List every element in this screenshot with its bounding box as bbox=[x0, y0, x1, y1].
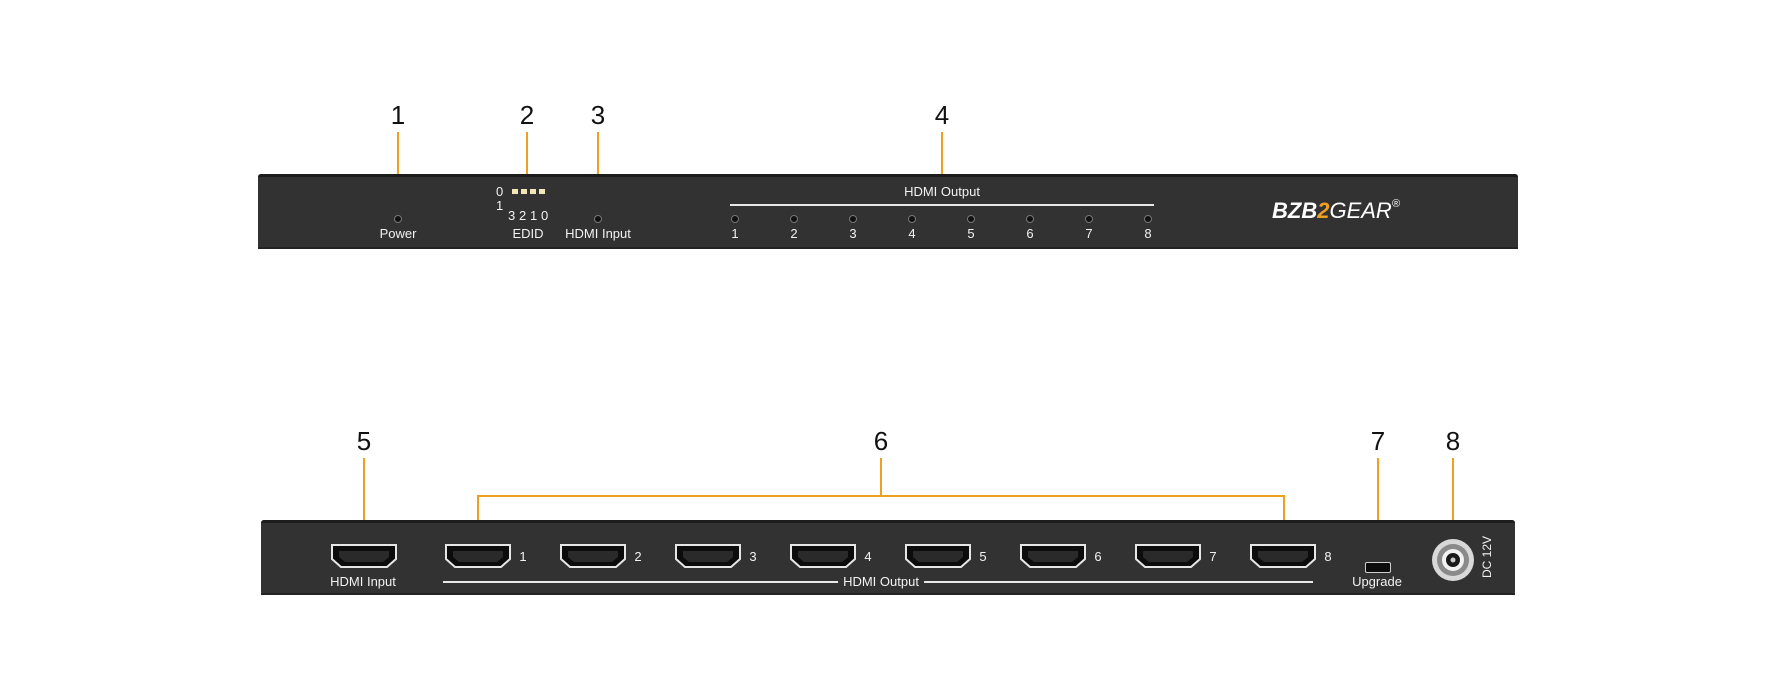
power-led-icon bbox=[394, 215, 402, 223]
hdmi-output-port-2-icon[interactable] bbox=[558, 543, 628, 569]
hdmi-input-label-rear: HDMI Input bbox=[330, 574, 396, 589]
callout-number-7: 7 bbox=[1370, 426, 1386, 456]
callout-number-4: 4 bbox=[934, 100, 950, 130]
callout-line-1 bbox=[397, 132, 399, 212]
output-led-label-4: 4 bbox=[908, 226, 916, 241]
callout-number-5: 5 bbox=[356, 426, 372, 456]
usb-upgrade-port-icon[interactable] bbox=[1365, 562, 1391, 573]
front-panel-top-edge bbox=[258, 174, 1518, 177]
output-led-4-icon bbox=[908, 215, 916, 223]
edid-bit-label-3: 3 bbox=[508, 208, 516, 223]
hdmi-output-port-6-icon[interactable] bbox=[1018, 543, 1088, 569]
output-led-label-7: 7 bbox=[1085, 226, 1093, 241]
callout-bracket-left-6 bbox=[477, 495, 479, 537]
output-led-8-icon bbox=[1144, 215, 1152, 223]
callout-bracket-6 bbox=[477, 495, 1285, 497]
hdmi-output-port-label-1: 1 bbox=[519, 549, 527, 564]
hdmi-output-port-label-4: 4 bbox=[864, 549, 872, 564]
logo-text-accent: 2 bbox=[1317, 198, 1330, 223]
hdmi-output-port-4-icon[interactable] bbox=[788, 543, 858, 569]
hdmi-output-label-rear: HDMI Output bbox=[838, 575, 924, 588]
callout-number-6: 6 bbox=[873, 426, 889, 456]
dc-power-jack-icon[interactable] bbox=[1430, 537, 1476, 583]
callout-line-6 bbox=[880, 458, 882, 496]
hdmi-output-port-label-6: 6 bbox=[1094, 549, 1102, 564]
callout-line-7 bbox=[1377, 458, 1379, 564]
edid-bit-label-2: 2 bbox=[519, 208, 527, 223]
hdmi-output-port-label-7: 7 bbox=[1209, 549, 1217, 564]
front-panel: Power 0 1 3 2 1 0 EDID HDMI Input HDMI O… bbox=[258, 174, 1518, 249]
output-led-label-8: 8 bbox=[1144, 226, 1152, 241]
logo-text-right: GEAR bbox=[1329, 198, 1392, 223]
bzbgear-logo: BZB2GEAR® bbox=[1272, 198, 1400, 224]
hdmi-output-label-front: HDMI Output bbox=[904, 184, 980, 199]
hdmi-input-label-front: HDMI Input bbox=[565, 226, 631, 241]
callout-line-5 bbox=[363, 458, 365, 536]
rear-panel-top-edge bbox=[261, 520, 1515, 523]
output-led-2-icon bbox=[790, 215, 798, 223]
output-led-3-icon bbox=[849, 215, 857, 223]
callout-line-3 bbox=[597, 132, 599, 214]
hdmi-output-port-label-3: 3 bbox=[749, 549, 757, 564]
output-led-label-6: 6 bbox=[1026, 226, 1034, 241]
edid-dip-switch-0[interactable] bbox=[539, 189, 545, 194]
logo-registered-mark: ® bbox=[1391, 198, 1400, 210]
output-led-5-icon bbox=[967, 215, 975, 223]
hdmi-output-port-3-icon[interactable] bbox=[673, 543, 743, 569]
edid-bit-label-1: 1 bbox=[530, 208, 538, 223]
logo-text-left: BZB bbox=[1272, 198, 1318, 223]
output-led-label-5: 5 bbox=[967, 226, 975, 241]
output-led-label-1: 1 bbox=[731, 226, 739, 241]
upgrade-label: Upgrade bbox=[1352, 574, 1402, 589]
hdmi-output-port-label-5: 5 bbox=[979, 549, 987, 564]
callout-line-2 bbox=[526, 132, 528, 178]
edid-bit-label-0: 0 bbox=[541, 208, 549, 223]
hdmi-output-port-label-8: 8 bbox=[1324, 549, 1332, 564]
power-label: Power bbox=[379, 226, 417, 241]
callout-number-3: 3 bbox=[590, 100, 606, 130]
hdmi-output-port-label-2: 2 bbox=[634, 549, 642, 564]
edid-row-label-1: 1 bbox=[496, 198, 504, 213]
edid-label: EDID bbox=[512, 226, 544, 241]
hdmi-input-led-icon bbox=[594, 215, 602, 223]
callout-number-2: 2 bbox=[519, 100, 535, 130]
output-led-1-icon bbox=[731, 215, 739, 223]
edid-dip-switch-3[interactable] bbox=[512, 189, 518, 194]
front-panel-bottom-edge bbox=[258, 247, 1518, 249]
output-led-label-3: 3 bbox=[849, 226, 857, 241]
edid-row-label-0: 0 bbox=[496, 184, 504, 199]
edid-dip-switch-2[interactable] bbox=[521, 189, 527, 194]
callout-line-8 bbox=[1452, 458, 1454, 536]
hdmi-output-divider-front bbox=[730, 204, 1154, 206]
edid-dip-switch-1[interactable] bbox=[530, 189, 536, 194]
output-led-7-icon bbox=[1085, 215, 1093, 223]
rear-panel-bottom-edge bbox=[261, 593, 1515, 595]
callout-line-4 bbox=[941, 132, 943, 178]
callout-number-8: 8 bbox=[1445, 426, 1461, 456]
hdmi-output-port-7-icon[interactable] bbox=[1133, 543, 1203, 569]
callout-number-1: 1 bbox=[390, 100, 406, 130]
hdmi-output-port-5-icon[interactable] bbox=[903, 543, 973, 569]
rear-panel: HDMI Input 1 2 3 4 5 6 7 8 HDMI Outp bbox=[261, 520, 1515, 595]
output-led-label-2: 2 bbox=[790, 226, 798, 241]
dc-12v-label: DC 12V bbox=[1480, 535, 1494, 578]
callout-bracket-right-6 bbox=[1283, 495, 1285, 537]
hdmi-output-port-8-icon[interactable] bbox=[1248, 543, 1318, 569]
output-led-6-icon bbox=[1026, 215, 1034, 223]
hdmi-output-port-1-icon[interactable] bbox=[443, 543, 513, 569]
hdmi-input-port-icon[interactable] bbox=[329, 543, 399, 569]
